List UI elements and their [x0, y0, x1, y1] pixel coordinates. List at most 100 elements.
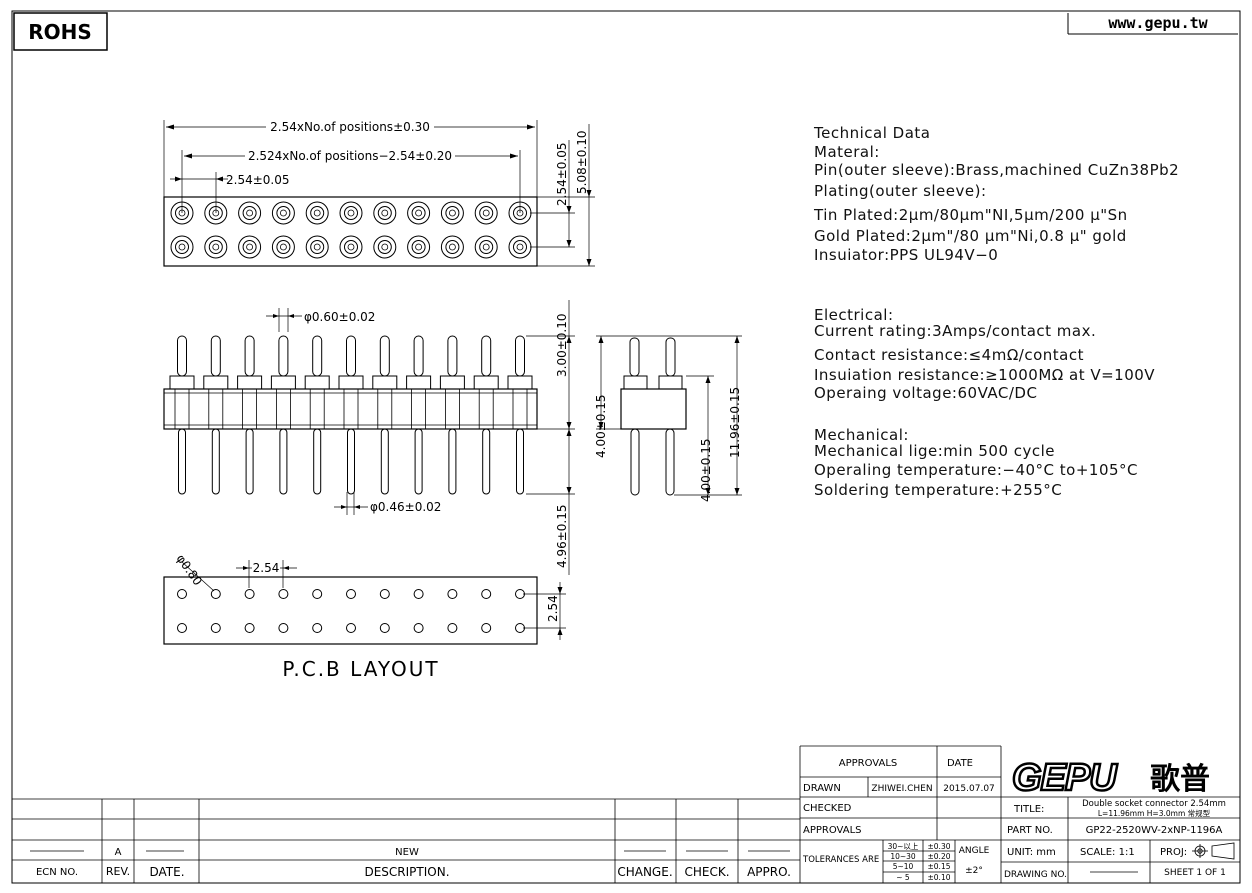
pcb-hole	[413, 623, 424, 633]
pcb-hole	[177, 589, 187, 599]
socket-contact	[313, 209, 321, 217]
pin-sleeve	[208, 388, 224, 430]
website-label: www.gepu.tw	[1108, 14, 1208, 32]
pcb-hole	[481, 589, 492, 599]
socket-inner	[411, 206, 426, 220]
tol-range-3: ~ 5	[896, 873, 910, 882]
socket-contact	[482, 209, 490, 217]
socket-outer	[373, 201, 397, 225]
pin-sleeve	[444, 388, 460, 430]
sheet-label: SHEET 1 OF 1	[1164, 868, 1226, 878]
spec-line: Pin(outer sleeve):Brass,machined CuZn38P…	[814, 161, 1179, 179]
dim-pcb-row: 2.54	[546, 595, 560, 622]
spec-line: Mechanical lige:min 500 cycle	[814, 442, 1055, 460]
socket-inner	[445, 206, 460, 220]
pin-top	[447, 335, 458, 377]
socket-inner	[513, 240, 527, 254]
tol-range-1: 10~30	[890, 852, 916, 861]
socket-contact	[415, 243, 423, 251]
tol-value-3: ±0.10	[928, 873, 951, 882]
side-view: φ0.60±0.02 φ0.46±0.02 3.00±0.10 4.96±0.1…	[163, 300, 575, 575]
socket-outer	[407, 235, 431, 259]
spec-line: Soldering temperature:+255°C	[814, 481, 1062, 499]
pin-tail	[380, 428, 389, 495]
dim-end-total: 11.96±0.15	[728, 387, 742, 458]
socket-contact	[381, 209, 389, 217]
end-view: 4.00±0.15 4.00±0.15 11.96±0.15	[594, 335, 742, 502]
front-view: 2.54xNo.of positions±0.30 2.524xNo.of po…	[163, 119, 595, 267]
dim-pitch: 2.54±0.05	[226, 173, 290, 187]
pin-collar	[270, 375, 296, 390]
socket-contact	[313, 243, 321, 251]
socket-outer	[170, 235, 194, 259]
socket-contact	[347, 209, 355, 217]
tol-range-2: 5~10	[893, 862, 914, 871]
dim-tail-diameter: φ0.46±0.02	[370, 500, 441, 514]
pin-top	[278, 335, 289, 377]
pcb-hole	[244, 623, 255, 633]
pin-sleeve	[343, 388, 359, 430]
socket-inner	[242, 240, 257, 254]
pin-sleeve	[377, 388, 393, 430]
spec-line: Operaling temperature:−40°C to+105°C	[814, 461, 1138, 479]
checked-label: CHECKED	[803, 803, 852, 814]
socket-contact	[415, 209, 423, 217]
projection-label: PROJ:	[1160, 847, 1187, 858]
socket-inner	[445, 240, 460, 254]
pcb-holes	[177, 589, 525, 633]
socket-inner	[344, 206, 358, 220]
pin-top	[413, 335, 424, 377]
part-no-label: PART NO.	[1007, 825, 1053, 836]
pin-tail	[279, 428, 288, 495]
pin-collar	[372, 375, 398, 390]
drawing-border	[11, 10, 1241, 884]
projection-symbol-icon	[1192, 842, 1235, 860]
socket-contact	[246, 209, 254, 217]
tol-value-2: ±0.15	[928, 862, 951, 871]
rohs-box	[13, 12, 108, 51]
spec-line: Gold Plated:2μm"/80 μm"Ni,0.8 μ" gold	[814, 227, 1127, 245]
tolerances-label: TOLERANCES ARE	[802, 855, 879, 865]
spec-line: Current rating:3Amps/contact max.	[814, 322, 1096, 340]
unit-label: UNIT: mm	[1007, 847, 1056, 858]
pin-sleeve	[242, 388, 258, 430]
socket-contact	[381, 243, 389, 251]
part-no-value: GP22-2520WV-2xNP-1196A	[1086, 825, 1223, 836]
pcb-hole	[447, 589, 458, 599]
pcb-hole	[346, 623, 356, 633]
spec-line: Materal:	[814, 143, 880, 161]
pin-tail	[448, 428, 457, 495]
socket-outer	[407, 201, 431, 225]
socket-contact	[448, 243, 456, 251]
spec-line: Plating(outer sleeve):	[814, 182, 987, 200]
pcb-hole	[447, 623, 458, 633]
pin-tail	[482, 428, 491, 495]
socket-inner	[377, 240, 392, 254]
pcb-hole	[244, 589, 255, 599]
title-line1: Double socket connector 2.54mm	[1082, 799, 1226, 809]
pin-tail	[178, 428, 186, 495]
angle-label: ANGLE	[959, 846, 990, 856]
socket-outer	[238, 201, 262, 225]
socket-outer	[474, 235, 498, 259]
pin-sleeve	[309, 388, 325, 430]
scale-label: SCALE: 1:1	[1080, 847, 1135, 858]
description-value: NEW	[395, 847, 419, 858]
pin-top	[346, 335, 356, 377]
spec-line: Technical Data	[813, 124, 930, 142]
dim-end-a: 4.00±0.15	[594, 395, 608, 459]
approvals-header: APPROVALS	[839, 758, 898, 769]
socket-outer	[440, 235, 464, 259]
side-pins	[169, 335, 533, 495]
socket-inner	[242, 206, 257, 220]
pin-sleeve	[275, 388, 291, 430]
angle-value: ±2°	[965, 866, 983, 876]
pcb-layout: 2.54 φ0.80 2.54 P.C.B LAYOUT	[163, 552, 566, 681]
pin-tail	[211, 428, 220, 495]
dim-pcb-hole: φ0.80	[174, 552, 205, 588]
pin-top	[210, 335, 221, 377]
title-line2: L=11.96mm H=3.0mm 常规型	[1098, 808, 1211, 818]
drawn-by: ZHIWEI.CHEN	[871, 784, 932, 794]
header-rev: REV.	[106, 865, 130, 878]
pin-collar	[169, 375, 195, 390]
